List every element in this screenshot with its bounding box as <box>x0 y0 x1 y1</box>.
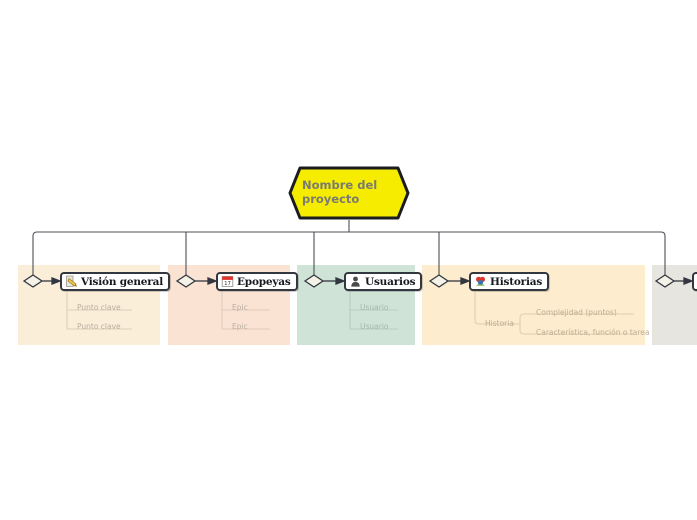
subitem-historias-nested-2: Característica, función o tarea <box>536 328 650 337</box>
root-node-label-line1: Nombre del <box>302 178 378 192</box>
subitem-vision-general-1: Punto clave <box>77 303 121 312</box>
subitem-usuarios-2: Usuario <box>360 322 389 331</box>
node-epopeyas-label: Epopeyas <box>237 275 291 288</box>
node-branch-5[interactable] <box>692 272 697 291</box>
calendar-icon: 17 <box>221 275 234 288</box>
subitem-epopeyas-2: Epic <box>232 322 248 331</box>
node-vision-general[interactable]: Visión general <box>60 272 171 291</box>
subitem-historias-nested-1: Complejidad (puntos) <box>536 308 617 317</box>
subitem-historias-1: Historia <box>485 319 514 328</box>
root-node-shape <box>288 166 410 220</box>
root-node-label: Nombre del proyecto <box>302 178 398 206</box>
subitem-usuarios-1: Usuario <box>360 303 389 312</box>
node-historias[interactable]: Historias <box>469 272 550 291</box>
note-pencil-icon <box>65 275 78 288</box>
subitem-epopeyas-1: Epic <box>232 303 248 312</box>
node-usuarios[interactable]: Usuarios <box>344 272 423 291</box>
node-epopeyas[interactable]: 17 Epopeyas <box>216 272 298 291</box>
svg-text:17: 17 <box>224 281 231 287</box>
node-usuarios-label: Usuarios <box>365 275 416 288</box>
person-icon <box>349 275 362 288</box>
flower-icon <box>474 275 487 288</box>
node-historias-label: Historias <box>490 275 543 288</box>
root-node-label-line2: proyecto <box>302 192 360 206</box>
subitem-vision-general-2: Punto clave <box>77 322 121 331</box>
root-node[interactable]: Nombre del proyecto <box>288 166 410 220</box>
node-vision-general-label: Visión general <box>81 275 164 288</box>
